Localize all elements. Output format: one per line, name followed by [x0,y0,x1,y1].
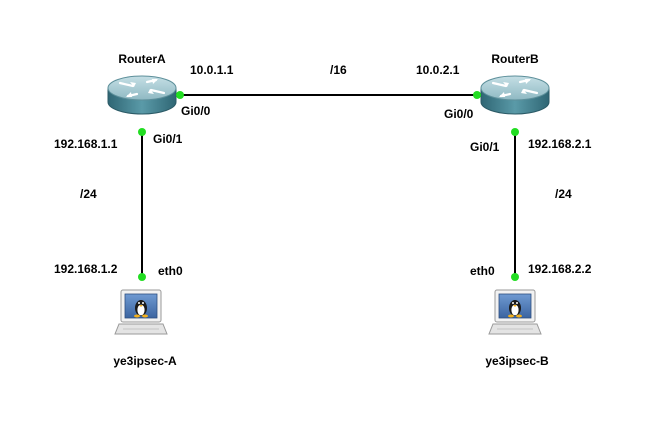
routera-gi0-1-port: Gi0/1 [153,132,183,146]
routera-gi0-0-ip: 10.0.1.1 [190,63,234,77]
host-a-linux-icon [114,289,168,335]
router-b-name: RouterB [491,52,539,66]
host-a-ip: 192.168.1.2 [54,262,118,276]
routerb-gi0-1-port: Gi0/1 [470,140,500,154]
routera-gi0-1-ip: 192.168.1.1 [54,137,118,151]
lan-a-prefix: /24 [80,187,97,201]
host-b-eth0-port: eth0 [470,264,495,278]
router-b-icon [479,74,551,116]
router-link-prefix: /16 [330,63,347,77]
router-a-icon [106,74,178,116]
host-a-name: ye3ipsec-A [113,354,177,368]
routerb-gi0-1-ip: 192.168.2.1 [528,137,592,151]
host-a-eth0-port: eth0 [158,264,183,278]
port-dot-routera-gi0-1 [138,128,146,136]
port-dot-routerb-gi0-1 [511,128,519,136]
port-dot-routera-gi0-0 [176,91,184,99]
routerb-gi0-0-ip: 10.0.2.1 [416,63,460,77]
routerb-gi0-0-port: Gi0/0 [444,107,474,121]
host-b-linux-icon [488,289,542,335]
port-dot-routerb-gi0-0 [473,91,481,99]
port-dot-host-a-eth0 [138,273,146,281]
host-a[interactable] [114,289,168,335]
router-a-name: RouterA [118,52,166,66]
host-b-ip: 192.168.2.2 [528,262,592,276]
router-a[interactable] [106,74,178,116]
routera-gi0-0-port: Gi0/0 [181,104,211,118]
router-b[interactable] [479,74,551,116]
host-b-name: ye3ipsec-B [485,354,549,368]
port-dot-host-b-eth0 [511,273,519,281]
host-b[interactable] [488,289,542,335]
lan-b-prefix: /24 [555,187,572,201]
